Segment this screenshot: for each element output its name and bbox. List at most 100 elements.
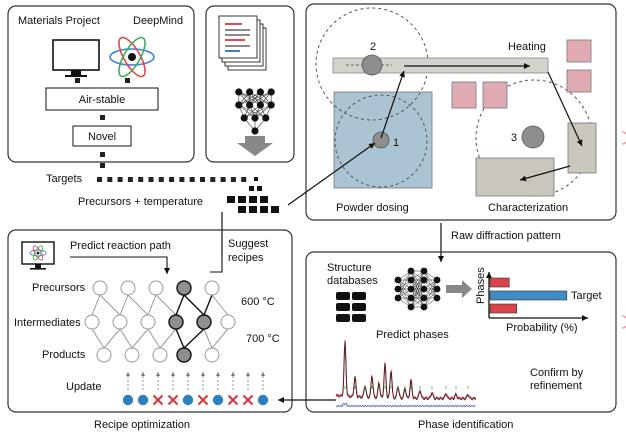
nn-node [235,88,243,96]
nn-node [433,276,441,284]
failure-cross [197,394,209,406]
targets-panel [7,5,195,163]
nn-node [407,285,415,293]
air-stable-box [45,87,159,111]
raw-diffraction-label: Raw diffraction pattern [451,230,561,242]
recipe-panel [7,229,293,413]
characterization-label: Characterization [488,202,568,214]
nn-node [267,88,275,96]
robot-3 [521,125,545,149]
nn-edge [397,270,412,290]
target-square [97,177,102,182]
update-label: Update [66,381,101,393]
lab-transfer-arrows [380,63,583,182]
targets-vertical-dots [100,163,105,168]
recipe-grid-icon [227,177,279,213]
failure-cross [242,394,254,406]
nn-node [394,285,402,293]
nn-node [394,276,402,284]
dashed-range-1 [334,94,428,188]
predict-phases-arrow [446,280,472,298]
tree-edge [203,294,213,316]
intermediates-row-label: Intermediates [14,317,81,329]
intermediate-node [196,314,212,330]
robot-1 [372,131,390,149]
target-square [148,177,154,182]
tree-edge [147,328,161,349]
connector-squares [75,78,130,157]
diffraction-spectrum [335,340,477,408]
phase-y-axis-label: Phases [475,267,487,304]
nn-node [433,285,441,293]
nn-edge [410,270,425,290]
target-square [230,177,236,182]
furnace-crucibles [451,39,592,109]
success-dot [257,394,269,406]
recipe-optimization-caption: Recipe optimization [94,419,190,431]
target-square [117,177,123,182]
structure-label-2: databases [327,275,378,287]
product-node [204,347,220,363]
nn-node [420,276,428,284]
nn-node [394,294,402,302]
fitted-pattern [335,341,477,401]
predict-reaction-path-label: Predict reaction path [70,240,171,252]
lab-panel [305,3,617,221]
precursor-node [148,280,164,296]
tree-edge [175,294,185,316]
novel-label: Novel [88,131,116,143]
phase-bar [489,277,510,288]
temp-600-label: 600 °C [241,296,275,308]
precursor-node [120,280,136,296]
characterization-stage [475,157,555,197]
nn-node [235,101,243,109]
tree-edge [211,328,229,349]
nn-edge [397,270,412,299]
literature-panel [205,5,295,163]
target-square [107,177,113,182]
suggest-label-2: recipes [228,252,264,264]
down-arrow-gray [237,136,273,156]
deepmind-label: DeepMind [133,15,183,27]
intermediate-node [220,314,236,330]
product-node [96,347,112,363]
phase-neural-network-icon [394,267,441,311]
target-square [210,177,216,182]
structure-label-1: Structure [327,262,372,274]
success-dot [212,394,224,406]
tree-edge [103,328,121,349]
observed-pattern [335,340,477,400]
phase-probability-chart: Phases Probability (%) Target [475,267,602,334]
targets-label: Targets [46,173,83,185]
nn-node [267,101,275,109]
phase-bar [489,303,517,314]
dosing-input-arrow [287,142,376,206]
reaction-path-arrow [70,256,170,274]
tree-edge [159,328,177,349]
nn-node [420,285,428,293]
target-square [241,177,247,182]
precursor-node [204,280,220,296]
nn-node [433,294,441,302]
nn-edge [423,279,438,299]
computer-monitor-icon [52,39,100,77]
tree-edge [127,294,149,316]
target-square [158,177,164,182]
target-square [179,177,185,182]
neural-network-icon [235,88,275,135]
target-square [127,177,133,182]
robot-3-label: 3 [511,132,517,144]
phase-panel [305,251,617,413]
failure-cross [167,394,179,406]
target-square [138,177,144,182]
nn-edge [410,270,425,299]
tree-edge [91,294,101,316]
tree-edge [211,294,229,316]
nn-node [256,88,264,96]
heating-label: Heating [508,41,546,53]
nn-node [256,101,264,109]
novel-box [72,125,132,147]
nn-edge [410,288,425,308]
target-square [220,177,226,182]
phase-bar [489,290,568,301]
